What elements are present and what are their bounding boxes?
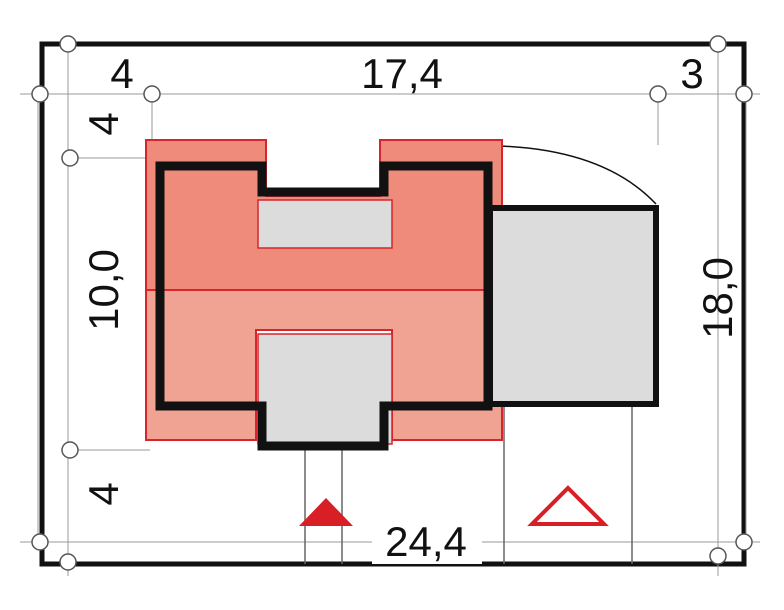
dim-bottom-width: 24,4 [385, 518, 467, 565]
access-paths [304, 402, 633, 564]
dim-left-middle: 10,0 [80, 249, 127, 331]
dim-top-right: 3 [680, 50, 703, 97]
house-walls [155, 161, 493, 451]
entry-marker-icon [299, 498, 353, 526]
dim-left-bottom: 4 [80, 482, 127, 505]
dim-top-left: 4 [110, 50, 133, 97]
bottom-label-bg [372, 512, 482, 564]
garage-marker-icon [527, 485, 609, 526]
dim-right-depth: 18,0 [694, 257, 741, 339]
upper-courtyard [257, 199, 393, 249]
lower-courtyard [257, 333, 393, 445]
dim-top-width: 17,4 [361, 50, 443, 97]
dim-left-top: 4 [80, 112, 127, 135]
garage [487, 205, 659, 407]
garage-arc [499, 145, 657, 205]
grid-nodes [31, 35, 753, 571]
